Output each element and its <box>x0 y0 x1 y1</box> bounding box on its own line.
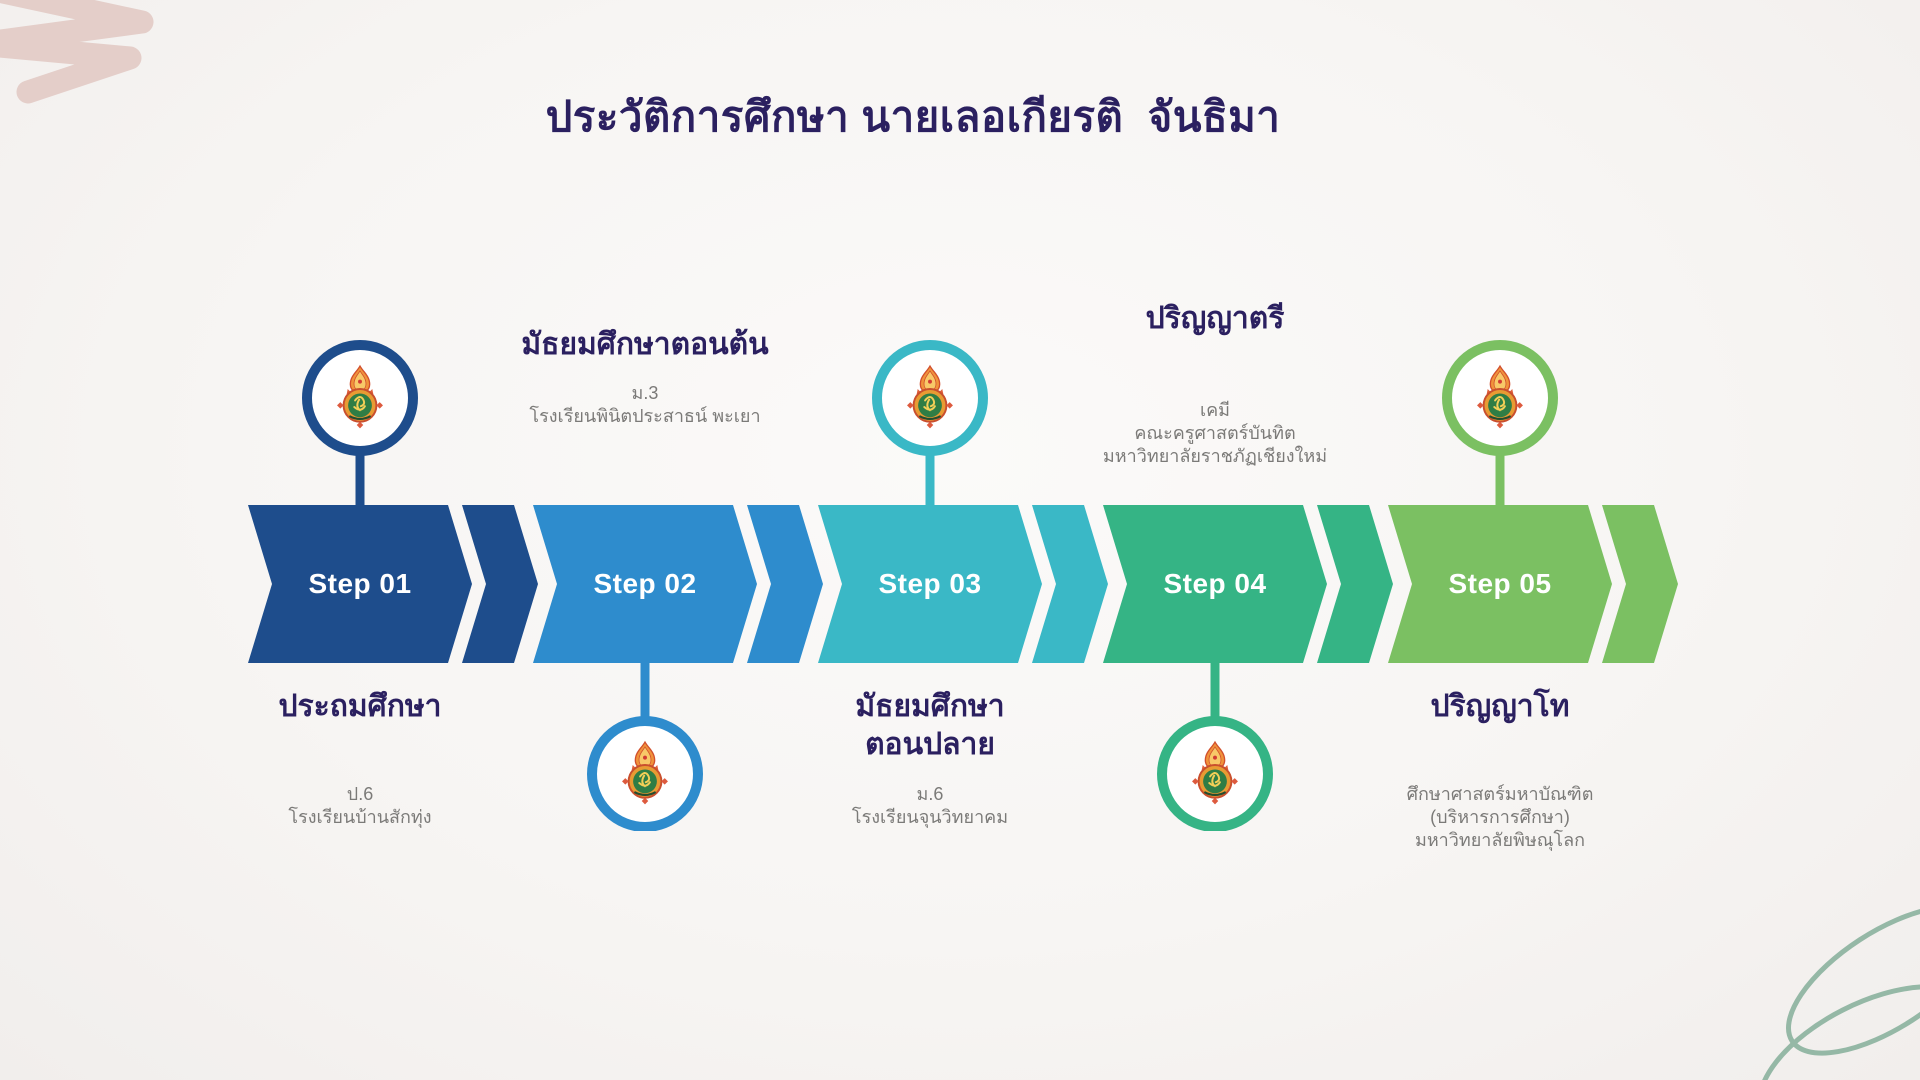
timeline-step-2: Step 02 มัธยมศึกษาตอนต้น ม.3 โรงเรียนพิน… <box>521 0 823 1080</box>
timeline-step-1: Step 01 ประถมศึกษา ป.6 โรงเรียนบ้านสักทุ… <box>248 0 538 1080</box>
step-details: ศึกษาศาสตร์มหาบัณฑิต (บริหารการศึกษา) มห… <box>1406 784 1594 850</box>
step-label: Step 01 <box>308 568 412 599</box>
ministry-of-education-seal-icon <box>1157 663 1273 831</box>
ministry-of-education-seal-icon <box>587 663 703 831</box>
step-heading: ปริญญาโท <box>1430 690 1570 723</box>
step-heading: ประถมศึกษา <box>278 690 442 723</box>
step-arrow <box>1103 505 1393 663</box>
step-label: Step 02 <box>593 568 697 599</box>
timeline-step-5: Step 05 ปริญญาโท ศึกษาศาสตร์มหาบัณฑิต (บ… <box>1388 0 1678 1080</box>
timeline-step-3: Step 03 มัธยมศึกษา ตอนปลาย ม.6 โรงเรียนจ… <box>818 0 1108 1080</box>
pink-scribble-decoration <box>0 0 154 104</box>
step-arrow <box>818 505 1108 663</box>
ministry-of-education-seal-icon <box>1442 340 1558 506</box>
step-details: ม.6 โรงเรียนจุนวิทยาคม <box>851 784 1009 827</box>
ministry-of-education-seal-icon <box>302 340 418 506</box>
ministry-of-education-seal-icon <box>872 340 988 506</box>
step-arrow <box>1388 505 1678 663</box>
step-arrow <box>533 505 823 663</box>
step-label: Step 03 <box>878 568 982 599</box>
step-details: เคมี คณะครูศาสตร์บันทิต มหาวิทยาลัยราชภั… <box>1102 400 1328 466</box>
step-details: ม.3 โรงเรียนพินิตประสาธน์ พะเยา <box>529 383 761 426</box>
step-arrow <box>248 505 538 663</box>
timeline-step-4: Step 04 ปริญญาตรี เคมี คณะครูศาสตร์บันทิ… <box>1103 0 1393 1080</box>
step-label: Step 04 <box>1163 568 1267 599</box>
page-title: ประวัติการศึกษา นายเลอเกียรติ จันธิมา <box>545 93 1281 140</box>
step-details: ป.6 โรงเรียนบ้านสักทุ่ง <box>288 784 432 827</box>
step-heading: มัธยมศึกษาตอนต้น <box>521 328 769 361</box>
step-label: Step 05 <box>1448 568 1552 599</box>
step-heading: มัธยมศึกษา ตอนปลาย <box>855 690 1005 761</box>
ellipse-rings-decoration <box>1757 908 1920 1080</box>
step-heading: ปริญญาตรี <box>1145 302 1285 335</box>
